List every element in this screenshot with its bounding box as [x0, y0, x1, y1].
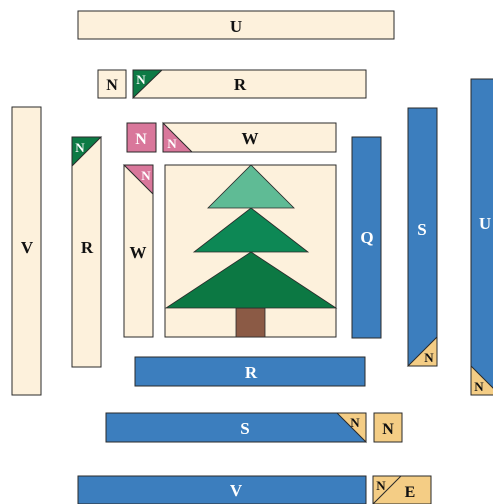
- strip-r-left: N R: [71, 136, 103, 368]
- strip-r-top-label: R: [234, 75, 247, 94]
- strip-s-bottom-label: S: [240, 419, 249, 438]
- strip-w-top-label: W: [242, 129, 259, 148]
- square-n-tan: N: [373, 412, 403, 443]
- corner-n-tan-bottom-s: N: [350, 415, 360, 430]
- strip-v-left: V: [11, 106, 42, 396]
- strip-r-top: N R: [132, 69, 367, 100]
- strip-q-right-label: Q: [360, 228, 373, 247]
- strip-s-right-label: S: [417, 220, 426, 239]
- strip-w-top: N W: [162, 121, 337, 153]
- strip-v-bottom: V: [77, 475, 367, 504]
- corner-n-green-top-r: N: [136, 72, 146, 87]
- strip-u-top: U: [77, 10, 395, 40]
- corner-n-tan-right-s: N: [424, 350, 434, 365]
- square-n-top: N: [97, 69, 127, 99]
- square-n-top-label: N: [106, 77, 118, 94]
- strip-u-top-label: U: [230, 17, 242, 36]
- strip-v-bottom-label: V: [230, 481, 243, 500]
- square-e-label: E: [405, 484, 416, 501]
- strip-v-left-label: V: [21, 238, 34, 257]
- strip-s-bottom: N S: [105, 412, 367, 444]
- square-n-e: N E: [372, 475, 432, 504]
- strip-r-left-label: R: [81, 238, 94, 257]
- corner-n-pink-top-w: N: [167, 136, 177, 151]
- square-n-tan-label: N: [382, 421, 394, 438]
- strip-u-right: N U: [470, 78, 493, 396]
- strip-w-left-label: W: [130, 243, 147, 262]
- tree-block: [164, 164, 338, 338]
- square-n-pink: N: [126, 122, 157, 153]
- strip-q-right: Q: [351, 136, 382, 339]
- strip-w-left: N W: [122, 164, 154, 338]
- corner-n-tan-right-u: N: [474, 379, 484, 394]
- strip-u-right-label: U: [479, 214, 491, 233]
- strip-s-right: N S: [406, 107, 438, 367]
- strip-r-bottom-label: R: [245, 363, 258, 382]
- corner-n-pink-left-w: N: [141, 168, 151, 183]
- corner-n-tan-bottom-v: N: [376, 478, 386, 493]
- square-n-pink-label: N: [135, 131, 147, 148]
- pine-tree-icon: [164, 164, 338, 338]
- strip-r-bottom: R: [134, 356, 366, 387]
- corner-n-green-left-r: N: [75, 140, 85, 155]
